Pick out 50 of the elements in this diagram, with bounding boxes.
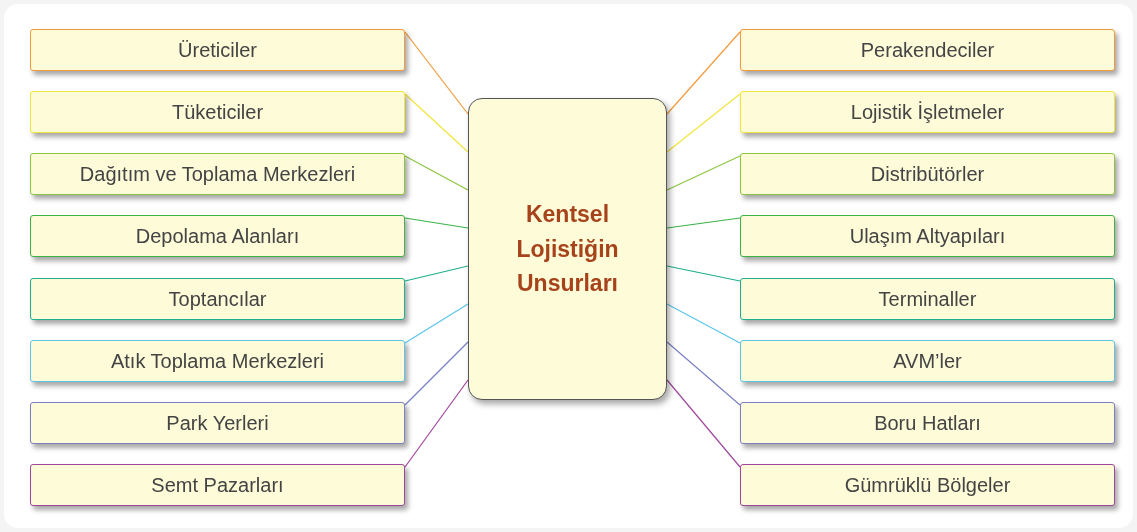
element-label: Distribütörler [870,162,985,186]
connector-line [404,31,469,115]
connector-line [404,217,469,229]
element-label: Boru Hatları [874,411,981,435]
element-label: Gümrüklü Bölgeler [844,473,1011,497]
element-box [740,153,1115,195]
connector-line [404,155,469,191]
element-box [740,402,1115,444]
element-label: AVM’ler [893,349,962,373]
element-label: Ulaşım Altyapıları [849,224,1006,248]
connector-line [666,341,741,406]
central-title: Kentsel Lojistiğin Unsurları [515,200,620,299]
element-label: Park Yerleri [166,411,269,435]
connector-line [666,303,741,344]
element-box [30,215,405,257]
element-label: Semt Pazarları [151,473,284,497]
element-box [30,153,405,195]
connector-line [666,217,741,229]
element-box [30,464,405,506]
element-label: Perakendeciler [860,38,995,62]
element-box [740,278,1115,320]
element-box [30,278,405,320]
element-box [740,91,1115,133]
element-label: Üreticiler [178,38,257,62]
connector-line [666,265,741,282]
connector-line [666,379,741,468]
element-label: Dağıtım ve Toplama Merkezleri [79,162,356,186]
element-label: Tüketiciler [171,100,264,124]
connector-line [404,379,469,468]
element-label: Depolama Alanları [135,224,300,248]
element-label: Atık Toplama Merkezleri [110,349,324,373]
connector-line [666,93,741,153]
element-box [30,29,405,71]
element-label: Terminaller [878,287,977,311]
connector-line [404,265,469,282]
connector-line [404,341,469,406]
element-box [740,340,1115,382]
element-box [740,464,1115,506]
central-box [468,98,667,400]
connector-line [404,93,469,153]
element-box [30,91,405,133]
element-box [30,340,405,382]
connector-line [666,31,741,115]
element-box [30,402,405,444]
element-box [740,215,1115,257]
connector-line [404,303,469,344]
element-label: Toptancılar [168,287,267,311]
element-label: Lojistik İşletmeler [850,100,1005,124]
element-box [740,29,1115,71]
connector-line [666,155,741,191]
